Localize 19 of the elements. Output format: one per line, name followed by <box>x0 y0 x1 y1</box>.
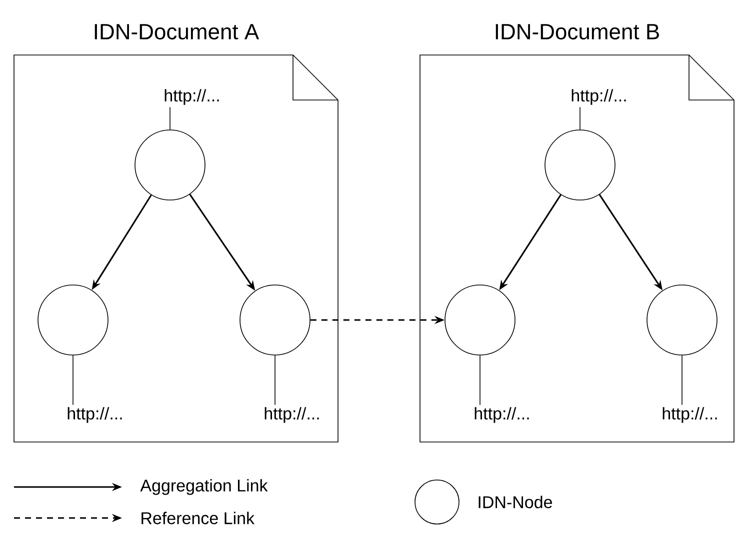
node-circle <box>134 130 206 200</box>
legend-label: Aggregation Link <box>140 479 268 495</box>
url-label: http://... <box>474 407 529 423</box>
url-label: http://... <box>264 407 319 423</box>
leader-line <box>72 355 74 406</box>
node-circle <box>240 284 310 356</box>
document-title: IDN-Document A <box>94 24 260 40</box>
node-circle <box>544 130 616 200</box>
legend-label: IDN-Node <box>478 496 552 508</box>
document-title: IDN-Document B <box>496 24 659 40</box>
leader-line <box>274 355 276 406</box>
url-label: http://... <box>572 89 626 105</box>
node-circle <box>646 284 718 356</box>
node-circle <box>38 284 108 356</box>
legend-label: Reference Link <box>142 512 255 524</box>
node-circle <box>444 284 516 356</box>
url-label: http://... <box>662 407 717 423</box>
url-label: http://... <box>164 89 219 105</box>
url-label: http://... <box>68 407 122 423</box>
